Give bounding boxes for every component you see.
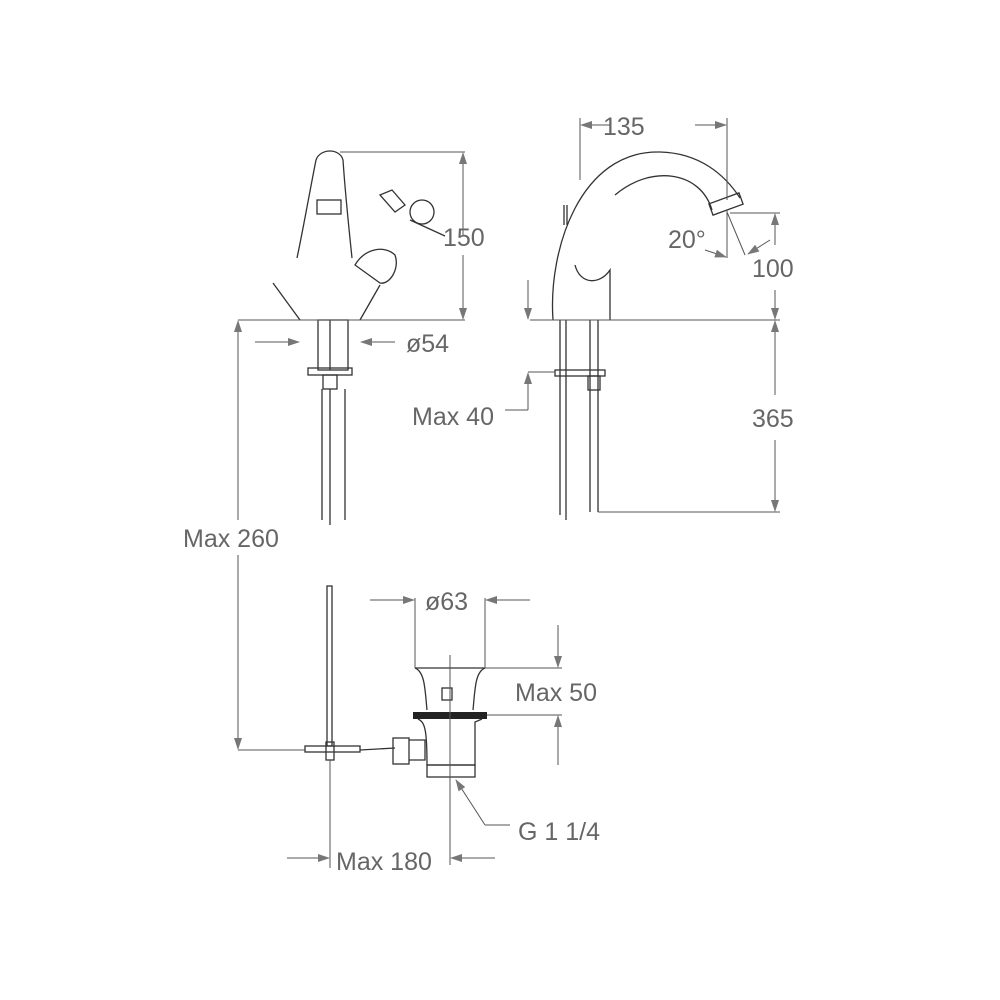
dim-max-260: Max 260 bbox=[183, 525, 279, 553]
pop-up-waste bbox=[238, 585, 487, 865]
handle bbox=[354, 189, 446, 284]
dim-max-50: Max 50 bbox=[515, 679, 597, 707]
dim-spout-height: 100 bbox=[752, 255, 794, 283]
dim-spout-angle: 20° bbox=[668, 226, 706, 254]
dim-base-diameter: ø54 bbox=[406, 330, 449, 358]
dim-max-40: Max 40 bbox=[412, 403, 494, 431]
front-view bbox=[238, 150, 467, 525]
side-view bbox=[505, 118, 780, 520]
dim-waste-diameter: ø63 bbox=[425, 588, 468, 616]
dim-height-150: 150 bbox=[443, 224, 485, 252]
dim-max-180: Max 180 bbox=[336, 848, 432, 876]
dim-spout-reach: 135 bbox=[603, 113, 645, 141]
dim-365: 365 bbox=[752, 405, 794, 433]
dim-thread: G 1 1/4 bbox=[518, 818, 600, 846]
